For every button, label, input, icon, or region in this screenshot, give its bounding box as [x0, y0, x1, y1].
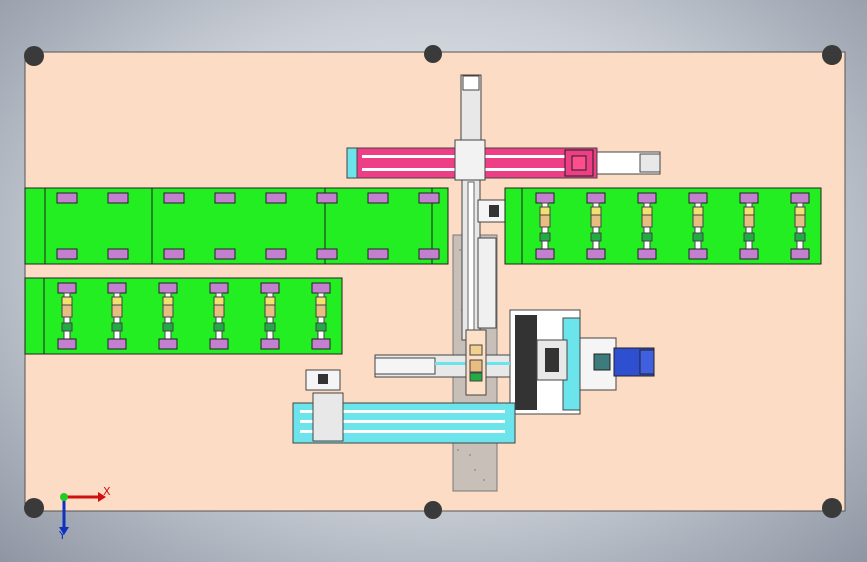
clamp-station — [509, 309, 655, 415]
conveyor-top-right — [504, 187, 822, 265]
bottom-cylinder — [292, 369, 516, 444]
conveyor-middle-left — [24, 277, 343, 355]
parts-top-right — [535, 192, 810, 260]
origin-triad — [59, 492, 106, 535]
pallet-holders-top-left — [56, 192, 440, 260]
vertical-axis — [454, 74, 519, 341]
top-linear-rail — [346, 147, 661, 179]
y-axis-label: Y — [59, 529, 66, 542]
parts-middle-left — [57, 282, 331, 350]
x-axis-label: X — [103, 485, 111, 498]
horizontal-slide — [374, 329, 511, 396]
